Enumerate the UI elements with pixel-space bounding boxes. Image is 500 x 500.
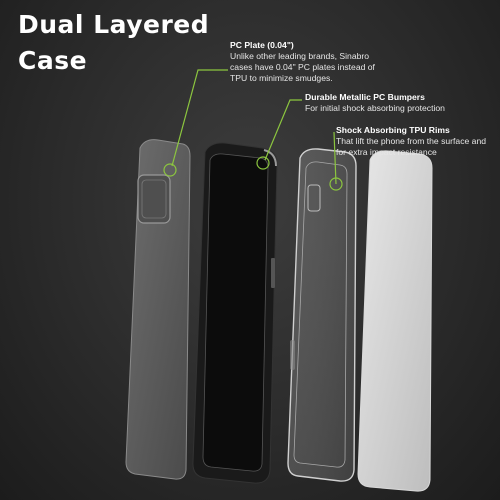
callout-pc-plate: PC Plate (0.04") Unlike other leading br… <box>230 40 380 84</box>
marker-bumpers <box>256 156 270 170</box>
camera-cutout-tpu <box>307 184 321 212</box>
leader-bumpers <box>264 99 302 161</box>
pc-bumper <box>192 142 278 484</box>
camera-cutout <box>137 174 171 224</box>
headline-line-2: Case <box>18 46 88 75</box>
callout-body: That lift the phone from the surface and… <box>336 136 487 157</box>
callout-heading: Durable Metallic PC Bumpers <box>305 92 425 102</box>
tpu-rim <box>287 148 357 482</box>
headline: Dual Layered Case <box>18 10 218 80</box>
callout-body: Unlike other leading brands, Sinabro cas… <box>230 51 375 83</box>
marker-tpu <box>329 177 343 191</box>
callout-body: For initial shock absorbing protection <box>305 103 445 113</box>
leader-pc-plate <box>171 69 228 167</box>
leader-tpu <box>333 131 337 185</box>
leader-lines <box>163 69 343 191</box>
pc-plate <box>125 139 191 480</box>
marker-pc-plate <box>163 163 177 177</box>
callout-bumpers: Durable Metallic PC Bumpers For initial … <box>305 92 495 114</box>
callout-tpu-rims: Shock Absorbing TPU Rims That lift the p… <box>336 125 498 158</box>
callout-heading: Shock Absorbing TPU Rims <box>336 125 450 135</box>
headline-line-1: Dual Layered <box>18 10 210 39</box>
callout-heading: PC Plate (0.04") <box>230 40 294 50</box>
phone <box>357 150 433 492</box>
